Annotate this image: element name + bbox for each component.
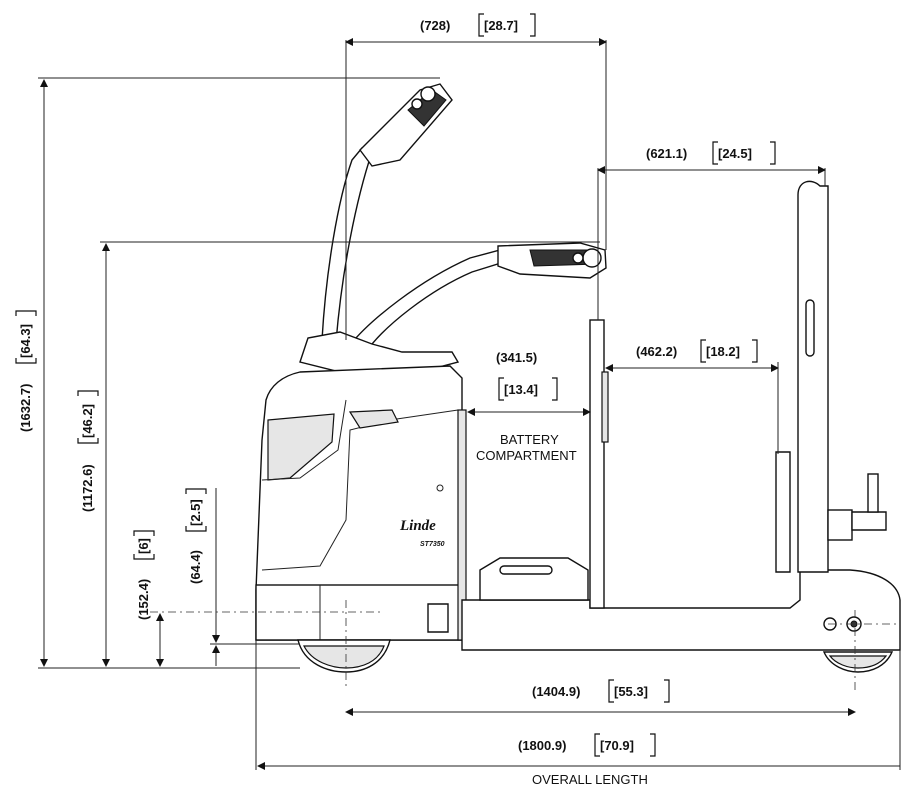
dim-wheelbase-in: [55.3] — [614, 684, 648, 699]
dim-wheelbase-mm: (1404.9) — [532, 684, 580, 699]
dim-battery-in: [13.4] — [504, 382, 538, 397]
dim-height-tiller-in: [46.2] — [80, 404, 95, 438]
battery-label-line1: BATTERY — [500, 432, 559, 447]
dim-height-tiller-mm: (1172.6) — [80, 464, 95, 512]
brand-logo: Linde — [399, 518, 436, 534]
dimension-lines — [38, 38, 901, 770]
tiller-upper — [321, 83, 453, 343]
load-wheel — [822, 651, 894, 673]
truck-body: Linde ST7350 — [255, 365, 467, 641]
dim-height-total-mm: (1632.7) — [18, 384, 33, 432]
dim-top-width-in: [28.7] — [484, 18, 518, 33]
dim-height-64-in: [2.5] — [188, 499, 203, 526]
dim-top-width-mm: (728) — [420, 18, 450, 33]
dim-height-64-mm: (64.4) — [188, 550, 203, 584]
divider-plate — [589, 319, 605, 609]
tiller-lower — [348, 242, 607, 353]
backrest — [775, 180, 887, 573]
battery-label-line2: COMPARTMENT — [476, 448, 577, 463]
dim-right-width-mm: (621.1) — [646, 146, 687, 161]
dim-height-152-mm: (152.4) — [136, 579, 151, 620]
model-badge: ST7350 — [420, 541, 445, 548]
chassis — [461, 557, 901, 651]
dim-battery-mm: (341.5) — [496, 350, 537, 365]
dimension-labels: (728) [28.7] (621.1) [24.5] (341.5) [13.… — [15, 13, 776, 757]
dim-overall-mm: (1800.9) — [518, 738, 566, 753]
truck-illustration: Linde ST7350 — [150, 83, 901, 690]
dim-height-total-in: [64.3] — [18, 324, 33, 358]
dim-rear-width-in: [18.2] — [706, 344, 740, 359]
drive-wheel — [297, 639, 391, 673]
dim-rear-width-mm: (462.2) — [636, 344, 677, 359]
dim-overall-in: [70.9] — [600, 738, 634, 753]
overall-length-label: OVERALL LENGTH — [532, 772, 648, 787]
dim-right-width-in: [24.5] — [718, 146, 752, 161]
dim-height-152-in: [6] — [136, 538, 151, 554]
